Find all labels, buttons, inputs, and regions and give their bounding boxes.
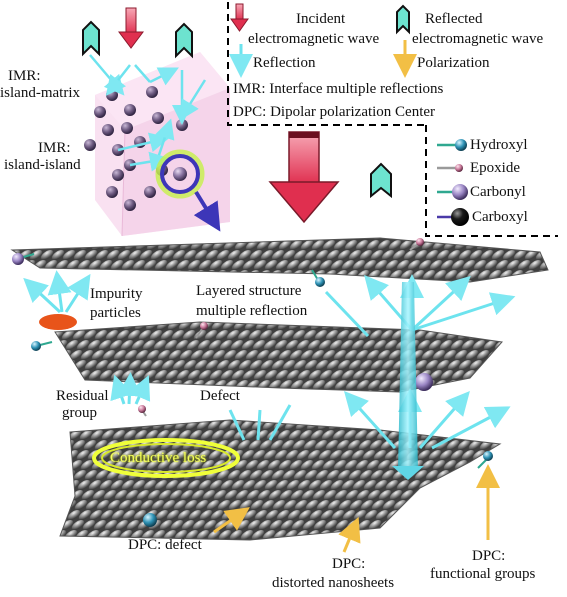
functional-group-legend <box>437 139 469 226</box>
incident-wave-arrow-main <box>268 131 340 224</box>
layered-label-2: multiple reflection <box>196 303 308 319</box>
conductive-loss-label: Conductive loss <box>110 450 207 466</box>
sheet-functional-groups <box>12 238 493 527</box>
imr-island-island-label-1: IMR: <box>38 140 71 156</box>
residual-label-1: Residual <box>56 388 109 404</box>
legend-dpc-definition: DPC: Dipolar polarization Center <box>233 104 436 120</box>
top-legend <box>227 2 558 237</box>
imr-island-matrix-label-2: island-matrix <box>0 85 80 101</box>
reflected-wave-arrow-main <box>370 162 392 199</box>
legend-reflected-icon <box>396 4 410 35</box>
legend-imr-definition: IMR: Interface multiple reflections <box>233 81 444 97</box>
graphene-sheet-top <box>10 237 549 283</box>
legend-carboxyl: Carboxyl <box>472 209 528 225</box>
legend-polarization-label: Polarization <box>417 55 490 71</box>
legend-incident-icon <box>230 3 249 32</box>
dpc-distorted-label-2: distorted nanosheets <box>272 575 395 591</box>
legend-incident-label-2: electromagnetic wave <box>248 31 380 47</box>
legend-reflected-label-2: electromagnetic wave <box>412 31 544 47</box>
conductive-loss-loop <box>92 438 240 478</box>
reflected-wave-arrow-cube-right <box>175 22 193 59</box>
dpc-functional-label-2: functional groups <box>430 566 536 582</box>
legend-incident-label-1: Incident <box>296 11 346 27</box>
cube-reflection-arrows <box>89 54 207 172</box>
impurity-particle <box>39 314 77 330</box>
residual-label-2: group <box>62 405 97 421</box>
impurity-label-2: particles <box>90 305 141 321</box>
legend-reflection-label: Reflection <box>253 55 316 71</box>
legend-epoxide: Epoxide <box>470 160 520 176</box>
main-reflected-beam <box>392 282 424 480</box>
defect-label: Defect <box>200 388 240 404</box>
graphene-sheet-bottom <box>59 419 502 541</box>
dpc-functional-label-1: DPC: <box>472 548 506 564</box>
reflected-wave-arrow-cube-left <box>82 20 100 57</box>
incident-wave-arrow-cube <box>118 7 144 49</box>
legend-carbonyl: Carbonyl <box>470 184 526 200</box>
impurity-label-1: Impurity <box>90 286 143 302</box>
polarization-arrows <box>213 464 500 553</box>
legend-reflected-label-1: Reflected <box>425 11 483 27</box>
imr-island-matrix-label-1: IMR: <box>8 68 41 84</box>
dpc-magnifier <box>155 149 221 232</box>
legend-hydroxyl: Hydroxyl <box>470 137 528 153</box>
dpc-distorted-label-1: DPC: <box>332 556 366 572</box>
dpc-defect-label: DPC: defect <box>128 537 202 553</box>
graphene-sheet-middle <box>54 321 503 393</box>
layered-label-1: Layered structure <box>196 283 302 299</box>
imr-island-island-label-2: island-island <box>4 157 81 173</box>
